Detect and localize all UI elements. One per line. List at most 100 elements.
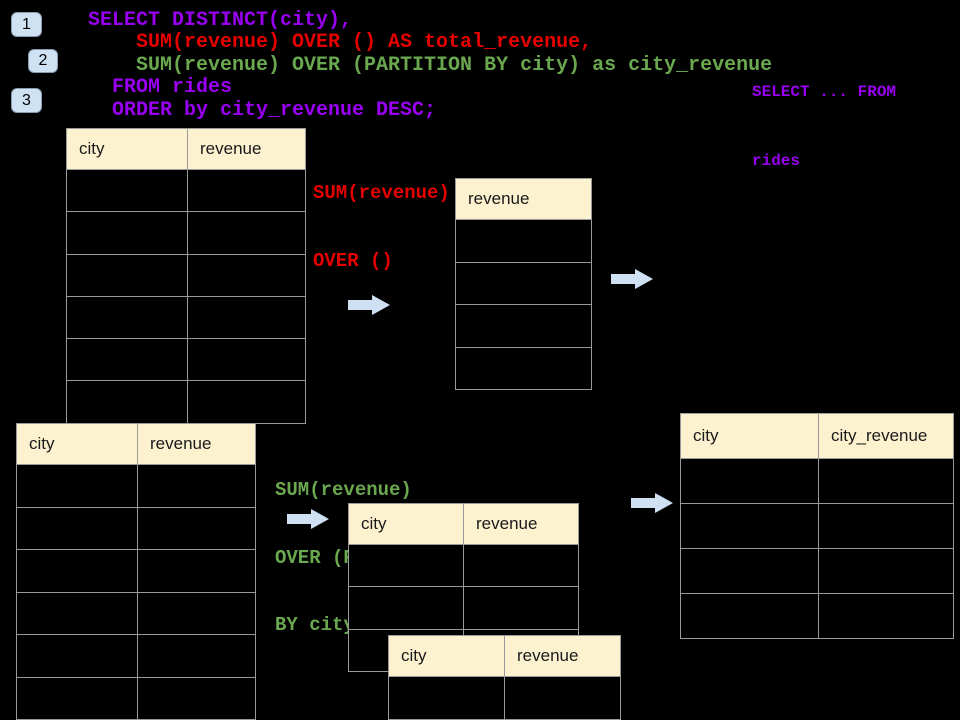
table-row	[67, 253, 305, 296]
table-cell-empty	[67, 212, 187, 253]
table-row	[681, 593, 953, 638]
table-header-row: city revenue	[17, 424, 255, 464]
table-cell-empty	[349, 545, 463, 586]
table-row	[681, 503, 953, 548]
arrow-right-icon	[611, 269, 655, 289]
column-header-revenue: revenue	[463, 504, 578, 544]
table-cell-empty	[137, 507, 255, 549]
table-row	[681, 458, 953, 503]
table-cell-empty	[818, 594, 953, 638]
table-cell-empty	[818, 504, 953, 548]
table-row	[67, 295, 305, 339]
table-cell-empty	[137, 465, 255, 507]
table-row	[17, 634, 255, 677]
table-rides-source-partition: city revenue	[16, 423, 256, 720]
table-row	[67, 169, 305, 212]
table-cell-empty	[818, 549, 953, 593]
sql-query-code: SELECT DISTINCT(city), SUM(revenue) OVER…	[88, 9, 773, 122]
side-note-line: SELECT ... FROM	[752, 83, 897, 101]
table-cell-empty	[349, 587, 463, 628]
table-cell-empty	[681, 504, 818, 548]
table-row	[17, 464, 255, 507]
table-row	[456, 346, 591, 390]
table-cell-empty	[818, 459, 953, 503]
arrow-right-icon	[287, 508, 332, 530]
table-cell-empty	[67, 297, 187, 338]
table-cell-empty	[137, 635, 255, 677]
annotation-line: SUM(revenue)	[275, 479, 412, 501]
sql-side-note: SELECT ... FROM rides	[752, 35, 896, 219]
table-cell-empty	[67, 339, 187, 380]
column-header-city: city	[79, 139, 105, 158]
table-header-row: city revenue	[389, 636, 620, 676]
table-revenue-projection: revenue	[455, 178, 592, 390]
table-cell-empty	[17, 593, 137, 635]
table-row	[17, 676, 255, 720]
table-cell-empty	[17, 508, 137, 550]
table-row	[456, 219, 591, 262]
table-header-row: city revenue	[67, 129, 305, 169]
table-row	[349, 544, 578, 587]
column-header-revenue: revenue	[187, 129, 305, 169]
table-cell-empty	[456, 220, 591, 262]
table-cell-empty	[137, 677, 255, 719]
column-header-city: city	[401, 646, 427, 665]
table-row	[17, 506, 255, 550]
sql-code-line: ORDER by city_revenue DESC;	[88, 98, 437, 122]
sql-code-line: SUM(revenue) OVER (PARTITION BY city) as…	[88, 53, 773, 77]
table-cell-empty	[389, 677, 504, 719]
table-row	[349, 586, 578, 629]
table-row	[17, 549, 255, 592]
table-row	[17, 591, 255, 635]
column-header-city: city	[29, 434, 55, 453]
table-cell-empty	[187, 212, 305, 254]
table-cell-empty	[67, 255, 187, 296]
table-row	[67, 380, 305, 423]
table-cell-empty	[504, 677, 620, 719]
table-cell-empty	[187, 170, 305, 212]
table-row	[67, 338, 305, 381]
column-header-city_revenue: city_revenue	[818, 414, 953, 458]
annotation-sum-over-all: SUM(revenue) OVER ()	[313, 137, 450, 317]
table-row	[456, 261, 591, 305]
table-cell-empty	[187, 381, 305, 423]
table-rides-source-total: city revenue	[66, 128, 306, 424]
table-header-row: city revenue	[349, 504, 578, 544]
column-header-city: city	[361, 514, 387, 533]
table-cell-empty	[456, 263, 591, 305]
table-cell-empty	[17, 550, 137, 592]
table-cell-empty	[187, 296, 305, 339]
table-header-row: revenue	[456, 179, 591, 219]
sql-code-line: SELECT DISTINCT(city),	[88, 9, 353, 32]
side-note-line: rides	[752, 152, 801, 170]
column-header-revenue: revenue	[504, 636, 620, 676]
annotation-line: SUM(revenue)	[313, 182, 450, 204]
table-cell-empty	[17, 465, 137, 507]
table-cell-empty	[17, 678, 137, 720]
table-cell-empty	[67, 381, 187, 422]
table-cell-empty	[67, 170, 187, 211]
arrow-right-icon	[631, 491, 676, 515]
annotation-line: OVER ()	[313, 249, 393, 272]
table-cell-empty	[681, 459, 818, 503]
table-row	[681, 548, 953, 593]
column-header-revenue: revenue	[137, 424, 255, 464]
table-cell-empty	[137, 550, 255, 592]
table-partition-group-b: city revenue	[388, 635, 621, 720]
table-cell-empty	[456, 348, 591, 390]
sql-code-line: SUM(revenue) OVER () AS total_revenue,	[88, 31, 593, 55]
table-cell-empty	[681, 594, 818, 638]
table-cell-empty	[681, 549, 818, 593]
sql-code-line: FROM rides	[88, 76, 233, 100]
step-badge-1: 1	[11, 12, 42, 37]
table-cell-empty	[137, 592, 255, 634]
table-cell-empty	[17, 635, 137, 677]
step-badge-2: 2	[28, 49, 58, 73]
arrow-right-icon	[348, 295, 390, 315]
table-cell-empty	[463, 587, 578, 629]
table-row	[67, 211, 305, 254]
table-cell-empty	[187, 254, 305, 296]
